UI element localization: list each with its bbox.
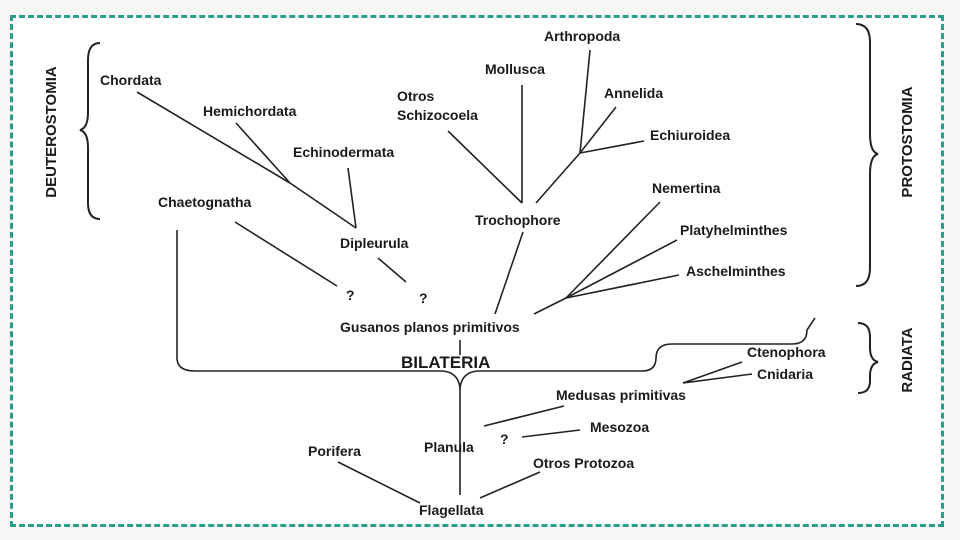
- arthropoda-line: [579, 49, 591, 154]
- cnidaria-line: [682, 373, 753, 384]
- q-mark-planula: ?: [500, 431, 509, 447]
- aschelminthes-line: [565, 274, 680, 299]
- platyhelminthes-line: [565, 239, 678, 299]
- chordata-line: [136, 91, 291, 184]
- nemertina-line: [565, 201, 661, 299]
- echiuroidea-label: Echiuroidea: [650, 127, 730, 143]
- radiata-brace: [857, 322, 879, 394]
- porifera-line: [337, 461, 421, 504]
- otros-protozoa-line: [479, 471, 541, 499]
- annelida-line: [579, 106, 617, 154]
- chordata-dipleurula-line: [289, 182, 357, 229]
- schizocoela-label: Schizocoela: [397, 107, 478, 123]
- porifera-label: Porifera: [308, 443, 361, 459]
- bilateria-label: BILATERIA: [401, 353, 490, 372]
- annelida-label: Annelida: [604, 85, 663, 101]
- radiata-label: RADIATA: [899, 327, 916, 392]
- chordata-label: Chordata: [100, 72, 162, 88]
- otros-label: Otros: [397, 88, 435, 104]
- trochophore-annelid-line: [535, 152, 581, 204]
- diagram-frame: [10, 15, 944, 527]
- q-mark-dipleurula: ?: [419, 290, 428, 306]
- ctenophora-label: Ctenophora: [747, 344, 826, 360]
- chaetognatha-line: [234, 221, 338, 287]
- medusas-line: [483, 405, 565, 427]
- aschelminthes-label: Aschelminthes: [686, 263, 786, 279]
- protostomia-brace: [855, 23, 879, 287]
- medusas-label: Medusas primitivas: [556, 387, 686, 403]
- ctenophora-line: [682, 361, 743, 384]
- platyhelminthes-label: Platyhelminthes: [680, 222, 788, 238]
- dipleurula-q-line: [377, 257, 407, 283]
- chaetognatha-label: Chaetognatha: [158, 194, 252, 210]
- gusanos-label: Gusanos planos primitivos: [340, 319, 520, 335]
- nemertina-label: Nemertina: [652, 180, 721, 196]
- otros-schizocoela-line: [447, 130, 523, 204]
- echinodermata-label: Echinodermata: [293, 144, 394, 160]
- q-mark-chaetognatha: ?: [346, 287, 355, 303]
- bilateria-bracket-line: [176, 230, 816, 389]
- gusanos-flatworm-line: [533, 297, 567, 315]
- protostomia-label: PROTOSTOMIA: [899, 86, 916, 197]
- dipleurula-label: Dipleurula: [340, 235, 409, 251]
- echiuroidea-line: [579, 140, 645, 154]
- hemichordata-line: [235, 122, 291, 184]
- otros-protozoa-label: Otros Protozoa: [533, 455, 634, 471]
- trochophore-label: Trochophore: [475, 212, 561, 228]
- deuterostomia-label: DEUTEROSTOMIA: [43, 66, 60, 198]
- arthropoda-label: Arthropoda: [544, 28, 620, 44]
- planula-label: Planula: [424, 439, 474, 455]
- mesozoa-line: [521, 429, 581, 438]
- cnidaria-label: Cnidaria: [757, 366, 813, 382]
- deuterostomia-brace: [79, 42, 101, 220]
- flagellata-label: Flagellata: [419, 502, 484, 518]
- gusanos-trochophore-line: [494, 231, 524, 315]
- hemichordata-label: Hemichordata: [203, 103, 297, 119]
- mollusca-label: Mollusca: [485, 61, 545, 77]
- mesozoa-label: Mesozoa: [590, 419, 649, 435]
- echinodermata-line: [347, 167, 357, 229]
